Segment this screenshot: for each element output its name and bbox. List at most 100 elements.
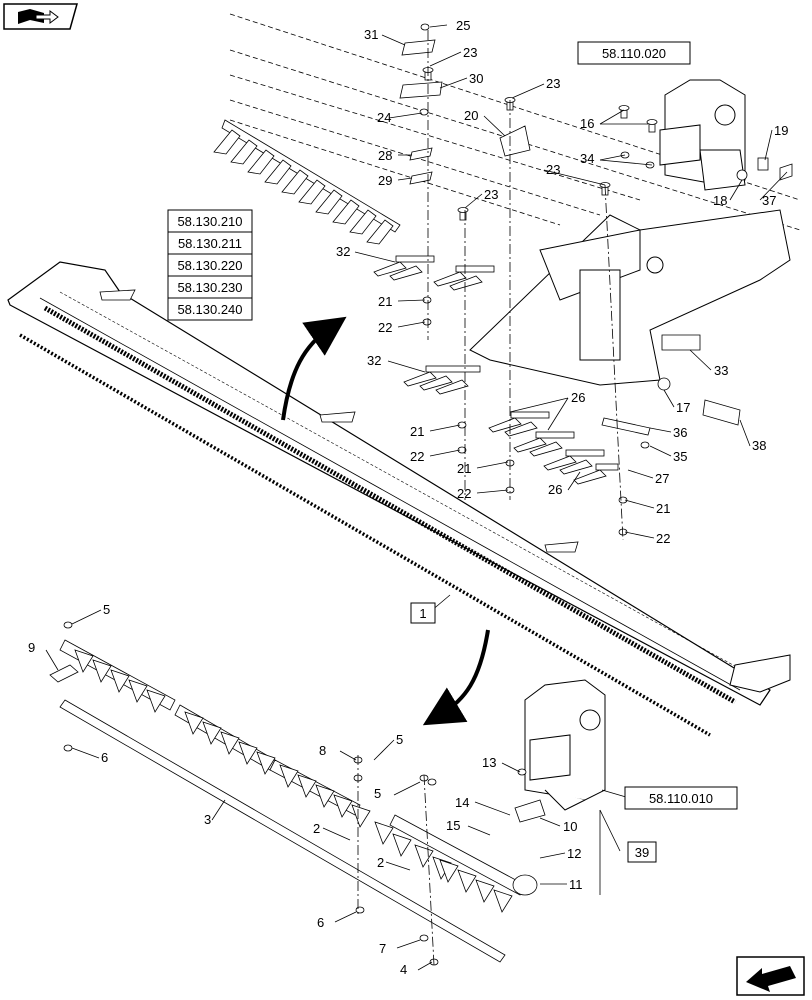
callout-28: 28: [378, 148, 392, 163]
leader-line: [649, 445, 672, 457]
leader-line: [599, 159, 653, 166]
ref-box-58-110-010[interactable]: 58.110.010: [624, 786, 738, 810]
leader-line: [483, 115, 506, 137]
upper-knife-row: [213, 119, 401, 245]
gearbox-upper: [659, 79, 746, 191]
guard: [543, 455, 577, 471]
leader-line: [45, 649, 59, 671]
leader-line: [599, 154, 626, 161]
guard: [573, 469, 607, 485]
knife-section: [475, 879, 495, 903]
guard: [389, 265, 423, 281]
callout-7: 7: [379, 941, 386, 956]
leader-line: [729, 179, 743, 201]
knife-section: [457, 869, 477, 893]
leader-line: [624, 531, 655, 539]
boxed-item-39[interactable]: 39: [627, 841, 657, 863]
callout-31: 31: [364, 27, 378, 42]
curved-arrow-up: [281, 316, 347, 421]
guard-plate: [395, 255, 435, 263]
callout-13: 13: [482, 755, 496, 770]
knife-section: [238, 741, 258, 765]
knife-guard: [213, 129, 241, 155]
leader-line: [501, 762, 521, 773]
knife-guard: [281, 169, 309, 195]
leader-line: [467, 825, 491, 836]
callout-5: 5: [396, 732, 403, 747]
boxed-item-1[interactable]: 1: [410, 602, 436, 624]
guard: [488, 417, 522, 433]
guard: [504, 421, 538, 437]
leader-line: [439, 77, 468, 89]
callout-21: 21: [378, 294, 392, 309]
leader-line: [601, 789, 627, 798]
callout-22: 22: [378, 320, 392, 335]
strap: [601, 417, 651, 436]
callout-labels: 25 31 23 30 23 24 20 28 29 23 23 32 21 2…: [28, 18, 788, 977]
knife-guard: [264, 159, 292, 185]
callout-10: 10: [563, 819, 577, 834]
ref-box-58-110-020[interactable]: 58.110.020: [577, 41, 691, 65]
callout-2: 2: [377, 855, 384, 870]
knife-guard: [230, 139, 258, 165]
knife-section: [220, 731, 240, 755]
callout-2: 2: [313, 821, 320, 836]
knife-guard: [298, 179, 326, 205]
leader-line: [354, 251, 396, 263]
nut: [517, 768, 527, 776]
leader-line: [429, 24, 448, 28]
shim: [409, 147, 433, 161]
leader-line: [397, 299, 426, 302]
leader-line: [627, 469, 654, 479]
guard: [373, 261, 407, 277]
callout-22: 22: [656, 531, 670, 546]
nut: [427, 778, 437, 786]
leader-line: [464, 193, 483, 209]
leader-line: [539, 852, 566, 859]
callout-3: 3: [204, 812, 211, 827]
callout-22: 22: [410, 449, 424, 464]
guard: [513, 437, 547, 453]
knife-guard: [349, 209, 377, 235]
ref-58-130-230: 58.130.230: [177, 280, 242, 295]
callout-36: 36: [673, 425, 687, 440]
nut: [355, 906, 365, 914]
callout-30: 30: [469, 71, 483, 86]
knife-section: [315, 784, 335, 808]
knife-section: [414, 844, 434, 868]
callout-17: 17: [676, 400, 690, 415]
callout-32: 32: [336, 244, 350, 259]
callout-21: 21: [457, 461, 471, 476]
bracket: [401, 39, 436, 56]
leader-line: [543, 169, 606, 186]
clip: [661, 334, 701, 351]
knife-section: [202, 721, 222, 745]
nut: [420, 23, 430, 31]
nut: [63, 621, 73, 629]
ref-box-group[interactable]: 58.130.210 58.130.211 58.130.220 58.130.…: [167, 209, 253, 321]
leader-line: [764, 129, 773, 161]
leader-line: [339, 750, 357, 761]
knife-section: [374, 821, 394, 845]
callout-19: 19: [774, 123, 788, 138]
knife-section: [351, 804, 371, 828]
book-nav-icon[interactable]: [3, 3, 78, 30]
callout-9: 9: [28, 640, 35, 655]
leader-line: [322, 827, 351, 841]
drive-frame: [469, 209, 791, 386]
leader-line: [689, 349, 712, 371]
svg-text:58.110.010: 58.110.010: [649, 791, 713, 806]
leader-line: [211, 799, 226, 821]
callout-11: 11: [569, 877, 583, 892]
callout-8: 8: [319, 743, 326, 758]
callout-29: 29: [378, 173, 392, 188]
leader-line: [397, 177, 413, 181]
arrow-return-icon[interactable]: [736, 956, 805, 996]
callout-32: 32: [367, 353, 381, 368]
leader-line: [388, 112, 423, 119]
callout-24: 24: [377, 110, 391, 125]
callout-20: 20: [464, 108, 478, 123]
leader-line: [387, 360, 426, 373]
leader-line: [599, 809, 621, 852]
